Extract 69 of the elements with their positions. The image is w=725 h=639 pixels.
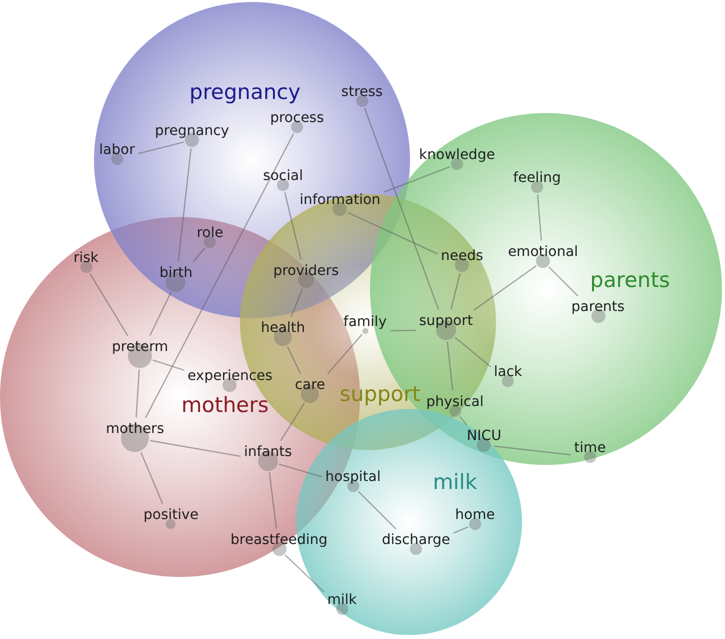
- connector-line: [390, 330, 416, 332]
- keyword-label: mothers: [106, 421, 164, 437]
- connector-line: [450, 273, 461, 310]
- keyword-label: social: [263, 168, 303, 184]
- keyword-label: pregnancy: [154, 123, 230, 139]
- connector-line: [384, 166, 450, 193]
- keyword-label: NICU: [466, 428, 502, 444]
- keyword-label: time: [574, 440, 606, 456]
- connector-line: [152, 360, 184, 371]
- connector-line: [192, 247, 206, 262]
- keyword-label: infants: [244, 444, 292, 460]
- connector-line: [327, 334, 362, 374]
- keyword-label: stress: [341, 84, 383, 100]
- connector-line: [150, 440, 241, 457]
- cluster-label: milk: [432, 470, 478, 494]
- connector-line: [446, 341, 454, 391]
- cluster-label: parents: [590, 268, 670, 292]
- keyword-label: providers: [273, 263, 339, 279]
- keyword-label: labor: [99, 142, 135, 158]
- cluster-label: mothers: [181, 393, 269, 417]
- connector-line: [453, 526, 468, 534]
- connector-line: [268, 472, 277, 529]
- connector-line: [138, 142, 184, 154]
- connector-line: [537, 194, 542, 241]
- connector-line: [178, 148, 192, 262]
- keyword-label: support: [419, 313, 473, 329]
- keyword-label: role: [196, 225, 224, 241]
- keyword-label: lack: [494, 364, 522, 380]
- keyword-label: physical: [426, 394, 484, 410]
- connector-line: [459, 416, 468, 426]
- connector-line: [347, 212, 438, 254]
- connector-line: [284, 554, 325, 592]
- keyword-label: experiences: [188, 368, 272, 384]
- connector-line: [454, 336, 492, 368]
- keyword-label: feeling: [513, 170, 561, 186]
- keyword-label: hospital: [325, 469, 381, 485]
- cluster-label: support: [340, 382, 420, 406]
- connector-line: [136, 369, 140, 418]
- connector-line: [358, 490, 396, 530]
- keyword-label: process: [270, 110, 324, 126]
- keyword-label: home: [455, 507, 495, 523]
- connector-line: [494, 446, 571, 456]
- keyword-label: positive: [144, 507, 198, 523]
- connector-line: [278, 464, 322, 478]
- connector-line: [140, 452, 164, 504]
- keyword-label: emotional: [508, 244, 578, 260]
- connector-line: [280, 402, 305, 442]
- keyword-label: preterm: [112, 339, 168, 355]
- connector-line: [286, 346, 301, 374]
- connector-line: [364, 108, 440, 310]
- keyword-label: parents: [571, 299, 625, 315]
- connector-line: [89, 273, 128, 336]
- keyword-label: birth: [160, 265, 192, 281]
- connector-line: [149, 292, 172, 336]
- connector-line: [474, 265, 536, 311]
- keyword-label: family: [343, 314, 387, 330]
- keyword-label: health: [260, 320, 306, 336]
- connector-line: [145, 133, 294, 418]
- connector-line: [290, 288, 303, 317]
- keyword-label: milk: [327, 592, 357, 608]
- keyword-label: care: [294, 377, 326, 393]
- keyword-label: discharge: [382, 532, 450, 548]
- connector-line: [548, 266, 578, 296]
- cluster-label: pregnancy: [189, 80, 301, 104]
- connector-line: [284, 192, 302, 260]
- keyword-label: knowledge: [419, 147, 495, 163]
- keyword-label: breastfeeding: [230, 532, 328, 548]
- keyword-label: risk: [73, 250, 99, 266]
- keyword-label: needs: [440, 248, 484, 264]
